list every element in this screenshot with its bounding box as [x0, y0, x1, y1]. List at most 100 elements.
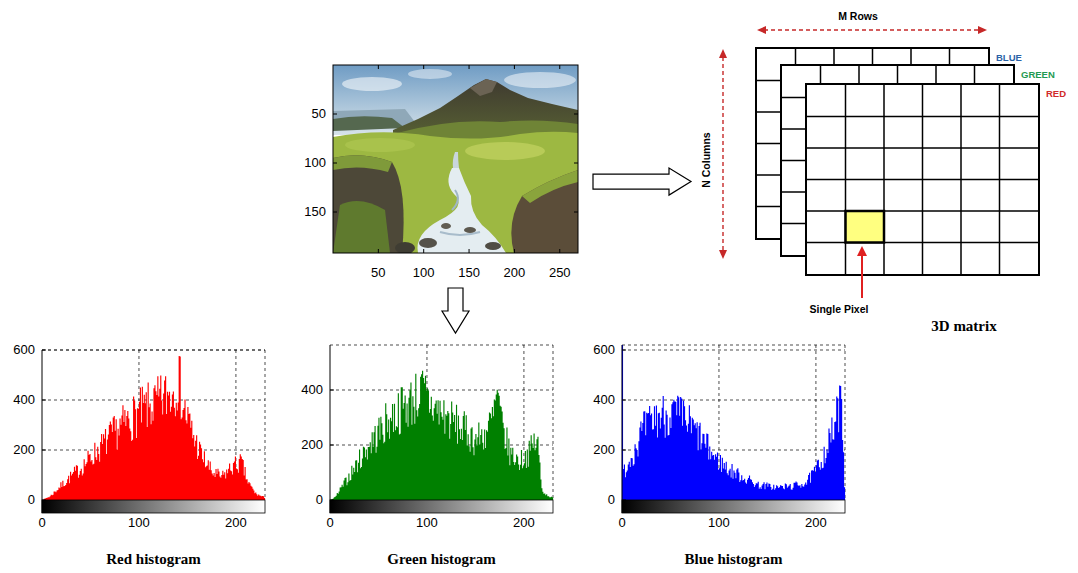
landscape-photo: [511, 170, 578, 253]
axis-tick-label: 200: [805, 516, 827, 531]
histogram-axes: [330, 500, 334, 501]
image-axes: [378, 249, 379, 253]
text-slot: 0: [28, 493, 35, 508]
landscape-photo: [395, 242, 415, 253]
landscape-photo: [408, 69, 452, 79]
axis-tick-label: 0: [38, 516, 45, 531]
gray-colorbar: [330, 500, 553, 513]
text-slot: 200: [13, 443, 35, 458]
text-slot: 3D matrix: [931, 318, 996, 335]
text-slot: 0: [618, 516, 625, 531]
channel-layer: RED: [805, 83, 1040, 276]
channel-label: GREEN: [1021, 70, 1055, 81]
histogram-axes: [330, 390, 334, 391]
landscape-photo: [333, 65, 578, 253]
text-slot: 0: [38, 516, 45, 531]
histogram-axes: [42, 350, 43, 513]
histogram-axes: [622, 450, 626, 451]
arrow-head: [978, 26, 987, 34]
channel-label: RED: [1046, 89, 1066, 100]
histogram-axes: [622, 350, 845, 351]
histogram-axes: [330, 345, 331, 513]
landscape-photo: [333, 155, 404, 253]
image-axes: [469, 65, 470, 69]
image-axes: [423, 249, 424, 253]
dimension-label: M Rows: [838, 10, 878, 22]
histogram-axes: [330, 390, 553, 391]
axis-tick-label: 100: [708, 516, 730, 531]
pixel-grid: [807, 179, 1038, 181]
histogram-axes: [553, 345, 554, 500]
single-pixel-cell: [846, 211, 885, 243]
text-slot: 100: [413, 266, 435, 281]
histogram-axes: [330, 345, 553, 513]
axis-tick-label: 600: [13, 343, 35, 358]
text-slot: Green histogram: [387, 551, 495, 568]
block-arrow: [442, 288, 469, 333]
axis-tick-label: 100: [416, 516, 438, 531]
axis-tick-label: 0: [326, 516, 333, 531]
image-axes: [559, 65, 560, 69]
pointer-arrow: [857, 246, 867, 256]
text-slot: Red histogram: [106, 551, 201, 568]
axis-tick-label: 200: [225, 516, 247, 531]
gray-colorbar: [42, 500, 265, 513]
image-axes: [333, 163, 337, 164]
histogram-caption: Green histogram: [387, 551, 495, 568]
landscape-photo: [333, 155, 392, 172]
histogram-axes: [42, 350, 265, 351]
histogram-axes: [42, 350, 265, 351]
gray-colorbar: [622, 500, 845, 513]
axis-tick-label: 200: [513, 516, 535, 531]
axis-tick-label: 100: [413, 266, 435, 281]
histogram-axes: [330, 345, 553, 346]
landscape-photo: [333, 132, 578, 253]
landscape-photo: [464, 227, 476, 233]
matrix-caption: 3D matrix: [931, 318, 996, 335]
image-axes: [514, 249, 515, 253]
histogram-axes: [42, 450, 46, 451]
landscape-photo: [345, 138, 415, 152]
image-plot: 5010015050100150200250: [333, 65, 578, 253]
histogram-axes: [622, 500, 626, 501]
axis-tick-label: 200: [301, 438, 323, 453]
axis-tick-label: 50: [312, 107, 326, 122]
text-slot: 200: [504, 266, 526, 281]
image-axes: [574, 163, 578, 164]
text-slot: 600: [593, 343, 615, 358]
histogram-axes: [42, 400, 46, 401]
histogram-plot: 60040020000100200Red histogram: [42, 350, 265, 500]
landscape-photo: [485, 242, 501, 250]
axis-tick-label: 400: [301, 383, 323, 398]
text-slot: 400: [13, 393, 35, 408]
text-slot: 50: [371, 266, 385, 281]
text-slot: 50: [312, 107, 326, 122]
pixel-grid: [999, 85, 1001, 274]
histogram-plot: 40020000100200Green histogram: [330, 345, 553, 500]
histogram-axes: [845, 345, 846, 500]
histogram-axes: [622, 350, 626, 351]
histogram-plot: 60040020000100200Blue histogram: [622, 345, 845, 500]
text-slot: 100: [708, 516, 730, 531]
text-slot: 100: [304, 156, 326, 171]
dimension-arrow: [722, 57, 723, 251]
landscape-photo: [417, 168, 506, 253]
landscape-photo: [522, 170, 578, 203]
arrow-head: [757, 26, 766, 34]
pointer-arrow: [857, 246, 867, 298]
image-axes: [469, 249, 470, 253]
arrow-head: [719, 49, 727, 58]
landscape-photo: [419, 238, 437, 248]
histogram-axes: [330, 445, 334, 446]
arrow-head: [719, 250, 727, 259]
histogram-axes: [622, 345, 845, 513]
text-slot: 250: [549, 266, 571, 281]
histogram-axes: [622, 400, 626, 401]
axis-tick-label: 250: [549, 266, 571, 281]
landscape-photo: [342, 77, 402, 91]
text-slot: M Rows: [838, 10, 878, 22]
pixel-grid: [807, 242, 1038, 244]
text-slot: 0: [326, 516, 333, 531]
axis-tick-label: 0: [316, 493, 323, 508]
histogram-axes: [265, 350, 266, 500]
